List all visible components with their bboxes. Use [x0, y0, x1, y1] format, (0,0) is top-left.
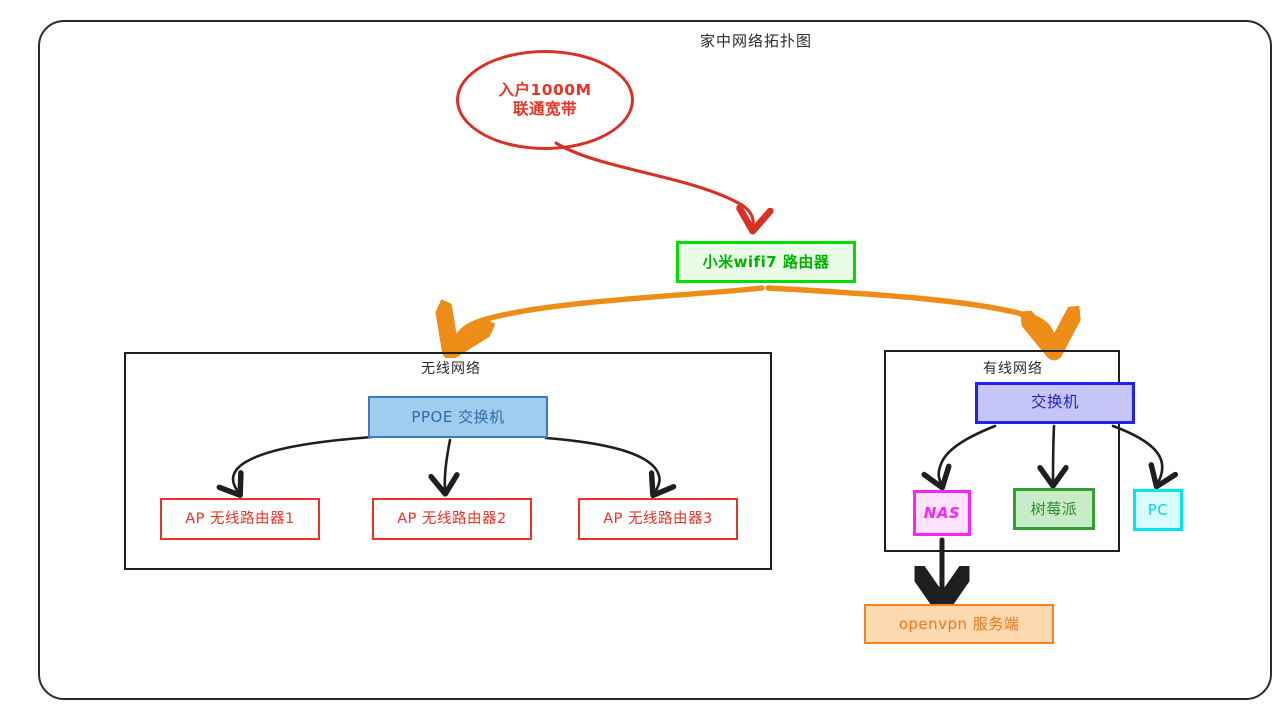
openvpn-label: openvpn 服务端: [898, 614, 1020, 633]
nas-label: NAS: [923, 503, 961, 522]
isp-label-line1: 入户1000M: [498, 80, 592, 99]
node-raspberry-pi[interactable]: 树莓派: [1013, 488, 1095, 530]
isp-label-line2: 联通宽带: [512, 100, 577, 118]
ppoe-switch-label: PPOE 交换机: [411, 407, 505, 426]
node-nas[interactable]: NAS: [913, 490, 971, 536]
ap-router-3-label: AP 无线路由器3: [603, 510, 713, 527]
pc-label: PC: [1147, 500, 1169, 519]
raspberry-pi-label: 树莓派: [1030, 499, 1078, 518]
node-main-router[interactable]: 小米wifi7 路由器: [676, 241, 856, 283]
ap-router-1-label: AP 无线路由器1: [185, 510, 295, 527]
group-wireless-label: 无线网络: [415, 358, 487, 378]
diagram-title: 家中网络拓扑图: [700, 32, 813, 50]
group-wireless-network: [124, 352, 772, 570]
group-wired-network: [884, 350, 1120, 552]
main-router-label: 小米wifi7 路由器: [702, 252, 830, 271]
node-isp-broadband[interactable]: 入户1000M 联通宽带: [456, 50, 634, 150]
node-openvpn-server[interactable]: openvpn 服务端: [864, 604, 1054, 644]
node-ap-router-3[interactable]: AP 无线路由器3: [578, 498, 738, 540]
outer-frame: [38, 20, 1272, 700]
node-ppoe-switch[interactable]: PPOE 交换机: [368, 396, 548, 438]
ap-router-2-label: AP 无线路由器2: [397, 510, 507, 527]
node-ap-router-1[interactable]: AP 无线路由器1: [160, 498, 320, 540]
node-wired-switch[interactable]: 交换机: [975, 382, 1135, 424]
wired-switch-label: 交换机: [1030, 393, 1079, 412]
group-wired-label: 有线网络: [977, 358, 1049, 378]
node-ap-router-2[interactable]: AP 无线路由器2: [372, 498, 532, 540]
node-pc[interactable]: PC: [1133, 489, 1183, 531]
